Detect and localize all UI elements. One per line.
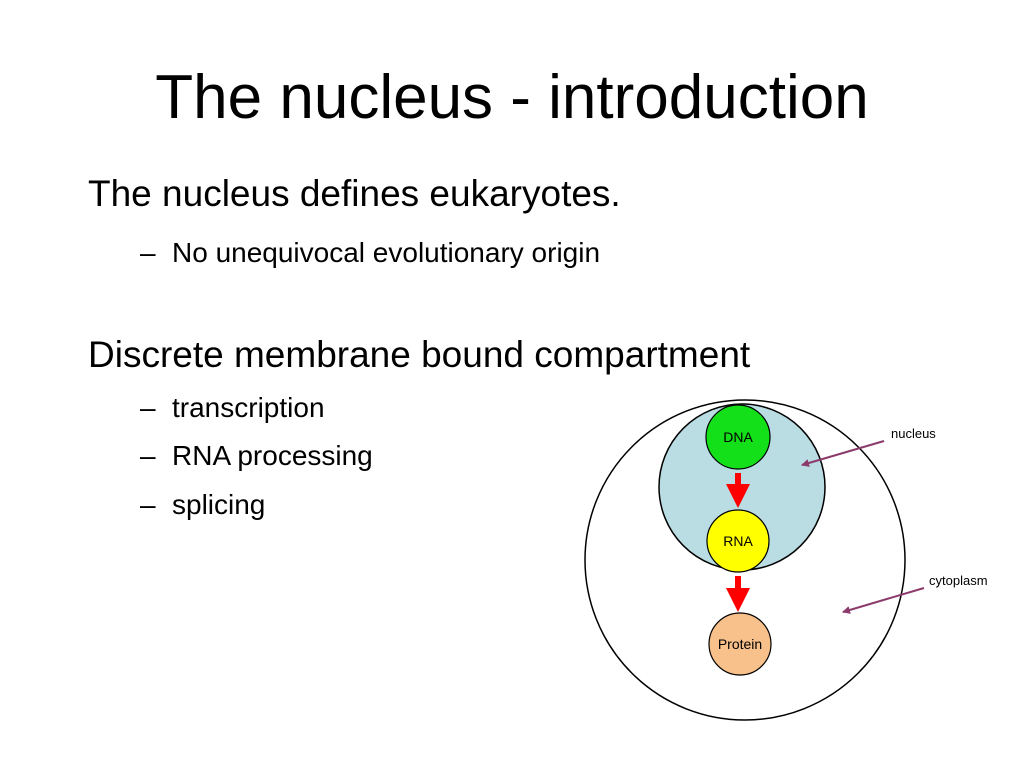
dna-node <box>705 404 771 470</box>
sub-bullet-text: No unequivocal evolutionary origin <box>172 237 601 268</box>
dash-marker: – <box>140 392 156 423</box>
rna-node <box>706 509 770 573</box>
dna-label: DNA <box>723 429 753 445</box>
nucleus-label: nucleus <box>891 426 936 441</box>
sub-bullet-rna-processing: –RNA processing <box>140 439 373 473</box>
slide-title: The nucleus - introduction <box>155 63 869 132</box>
cytoplasm-pointer-arrow <box>842 587 925 614</box>
sub-bullet-transcription: –transcription <box>140 391 325 425</box>
cell-diagram: DNA RNA Protein nucleus cytoplasm <box>584 399 988 721</box>
bullet-nucleus-defines-eukaryotes: The nucleus defines eukaryotes. <box>88 173 621 214</box>
rna-label: RNA <box>723 533 753 549</box>
sub-bullet-splicing: –splicing <box>140 488 265 522</box>
sub-bullet-text: splicing <box>172 489 266 520</box>
protein-node <box>708 612 772 676</box>
dash-marker: – <box>140 237 156 268</box>
dash-marker: – <box>140 489 156 520</box>
protein-label: Protein <box>718 636 762 652</box>
sub-bullet-text: RNA processing <box>172 440 373 471</box>
sub-bullet-text: transcription <box>172 392 325 423</box>
nucleus-pointer-arrow <box>801 440 885 467</box>
bullet-membrane-compartment: Discrete membrane bound compartment <box>88 334 751 375</box>
cytoplasm-label: cytoplasm <box>929 573 988 588</box>
sub-bullet-evolutionary-origin: –No unequivocal evolutionary origin <box>140 236 600 270</box>
dash-marker: – <box>140 440 156 471</box>
